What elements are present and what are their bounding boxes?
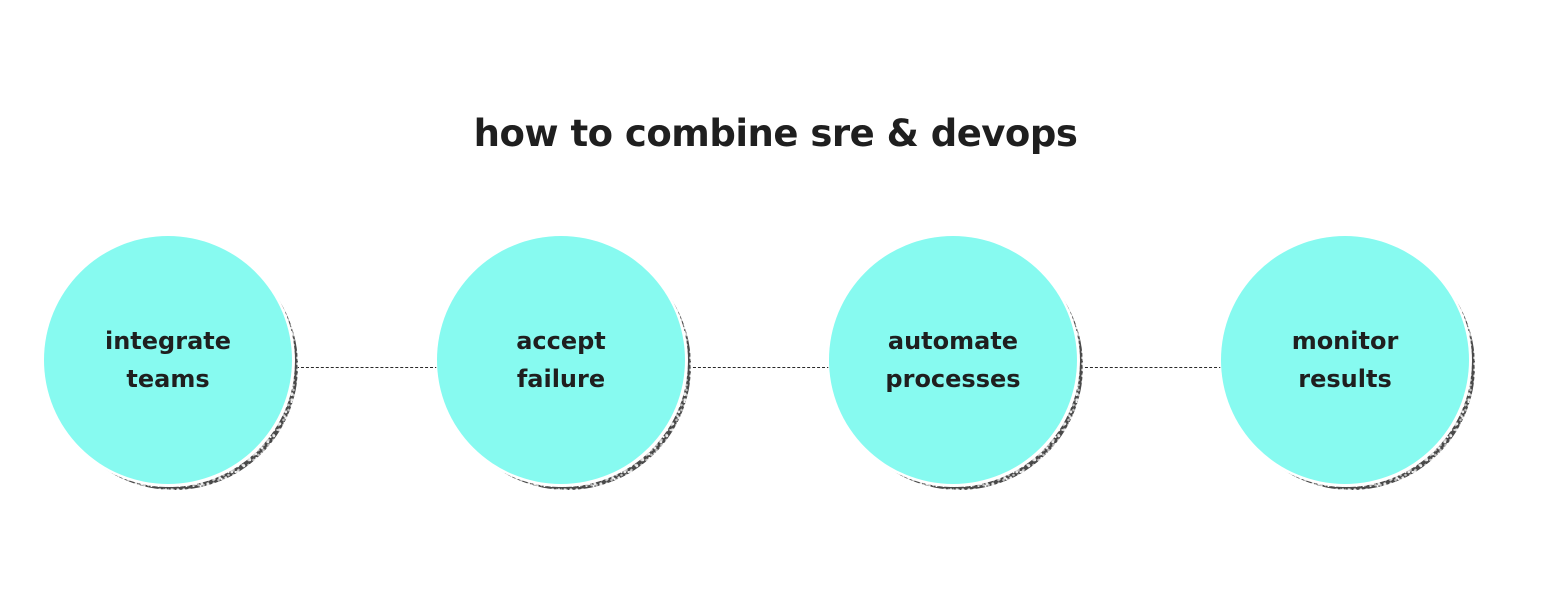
step-monitor-results: monitor results: [1221, 236, 1475, 490]
step-label-line1: integrate: [104, 327, 232, 355]
step-automate-processes: automate processes: [829, 236, 1083, 490]
step-circle: integrate teams: [44, 236, 292, 484]
connector-3-4: [1080, 367, 1222, 368]
step-integrate-teams: integrate teams: [44, 236, 298, 490]
step-label-line2: results: [1298, 365, 1392, 393]
step-circle: automate processes: [829, 236, 1077, 484]
step-label-line2: teams: [126, 365, 210, 393]
step-accept-failure: accept failure: [437, 236, 691, 490]
step-label-line2: processes: [885, 365, 1021, 393]
step-label-line1: monitor: [1291, 327, 1399, 355]
connector-1-2: [296, 367, 438, 368]
diagram-title: how to combine sre & devops: [473, 112, 1078, 155]
step-label-line1: automate: [887, 327, 1019, 355]
step-circle: monitor results: [1221, 236, 1469, 484]
connector-2-3: [688, 367, 830, 368]
step-label-line1: accept: [516, 327, 606, 355]
step-label-line2: failure: [516, 365, 606, 393]
step-circle: accept failure: [437, 236, 685, 484]
